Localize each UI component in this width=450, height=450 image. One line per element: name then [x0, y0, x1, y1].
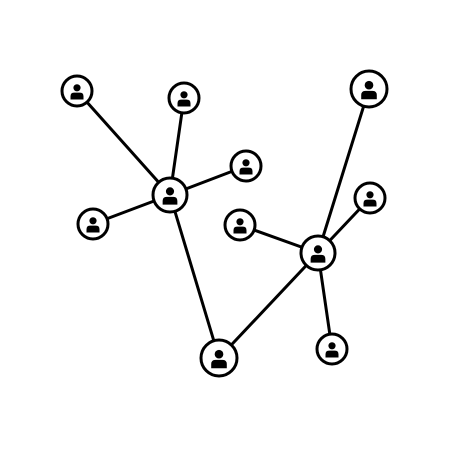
person-head	[236, 218, 244, 226]
person-body	[86, 225, 100, 233]
person-icon	[361, 80, 377, 100]
person-icon	[162, 187, 178, 205]
person-icon	[239, 159, 253, 175]
person-icon	[211, 349, 227, 369]
person-body	[239, 167, 253, 175]
person-head	[73, 84, 81, 92]
person-body	[162, 196, 178, 205]
person-icon	[325, 342, 339, 358]
edge-bottom-center-hub-right	[217, 251, 320, 360]
node-hub-left	[151, 176, 189, 214]
person-body	[177, 99, 191, 107]
person-body	[233, 226, 247, 234]
person-icon	[310, 245, 326, 263]
person-head	[180, 91, 188, 99]
node-middle-left-of-hub-right	[223, 208, 257, 242]
person-icon	[70, 84, 84, 100]
person-head	[366, 191, 374, 199]
person-head	[364, 80, 374, 90]
person-body	[361, 90, 377, 100]
node-right-middle	[353, 181, 387, 215]
edge-hub-right-top-right	[316, 87, 371, 255]
person-head	[214, 349, 224, 359]
node-hub-right	[299, 234, 337, 272]
node-top-left	[60, 74, 94, 108]
node-bottom-right	[315, 332, 349, 366]
person-head	[165, 187, 175, 196]
person-head	[242, 159, 250, 167]
person-body	[363, 199, 377, 207]
person-icon	[86, 217, 100, 233]
person-head	[328, 342, 336, 350]
node-left-bottom	[76, 207, 110, 241]
edge-hub-left-top-left	[75, 89, 172, 197]
person-head	[313, 245, 323, 254]
people-nodes	[60, 69, 389, 378]
person-body	[325, 350, 339, 358]
person-body	[70, 92, 84, 100]
edge-hub-left-bottom-center	[168, 193, 221, 360]
person-icon	[233, 218, 247, 234]
person-body	[211, 359, 227, 369]
node-bottom-center	[199, 338, 239, 378]
person-icon	[363, 191, 377, 207]
node-top-right	[349, 69, 389, 109]
node-right-of-hub-left	[229, 149, 263, 183]
node-top-middle	[167, 81, 201, 115]
person-icon	[177, 91, 191, 107]
person-head	[89, 217, 97, 225]
person-body	[310, 254, 326, 263]
